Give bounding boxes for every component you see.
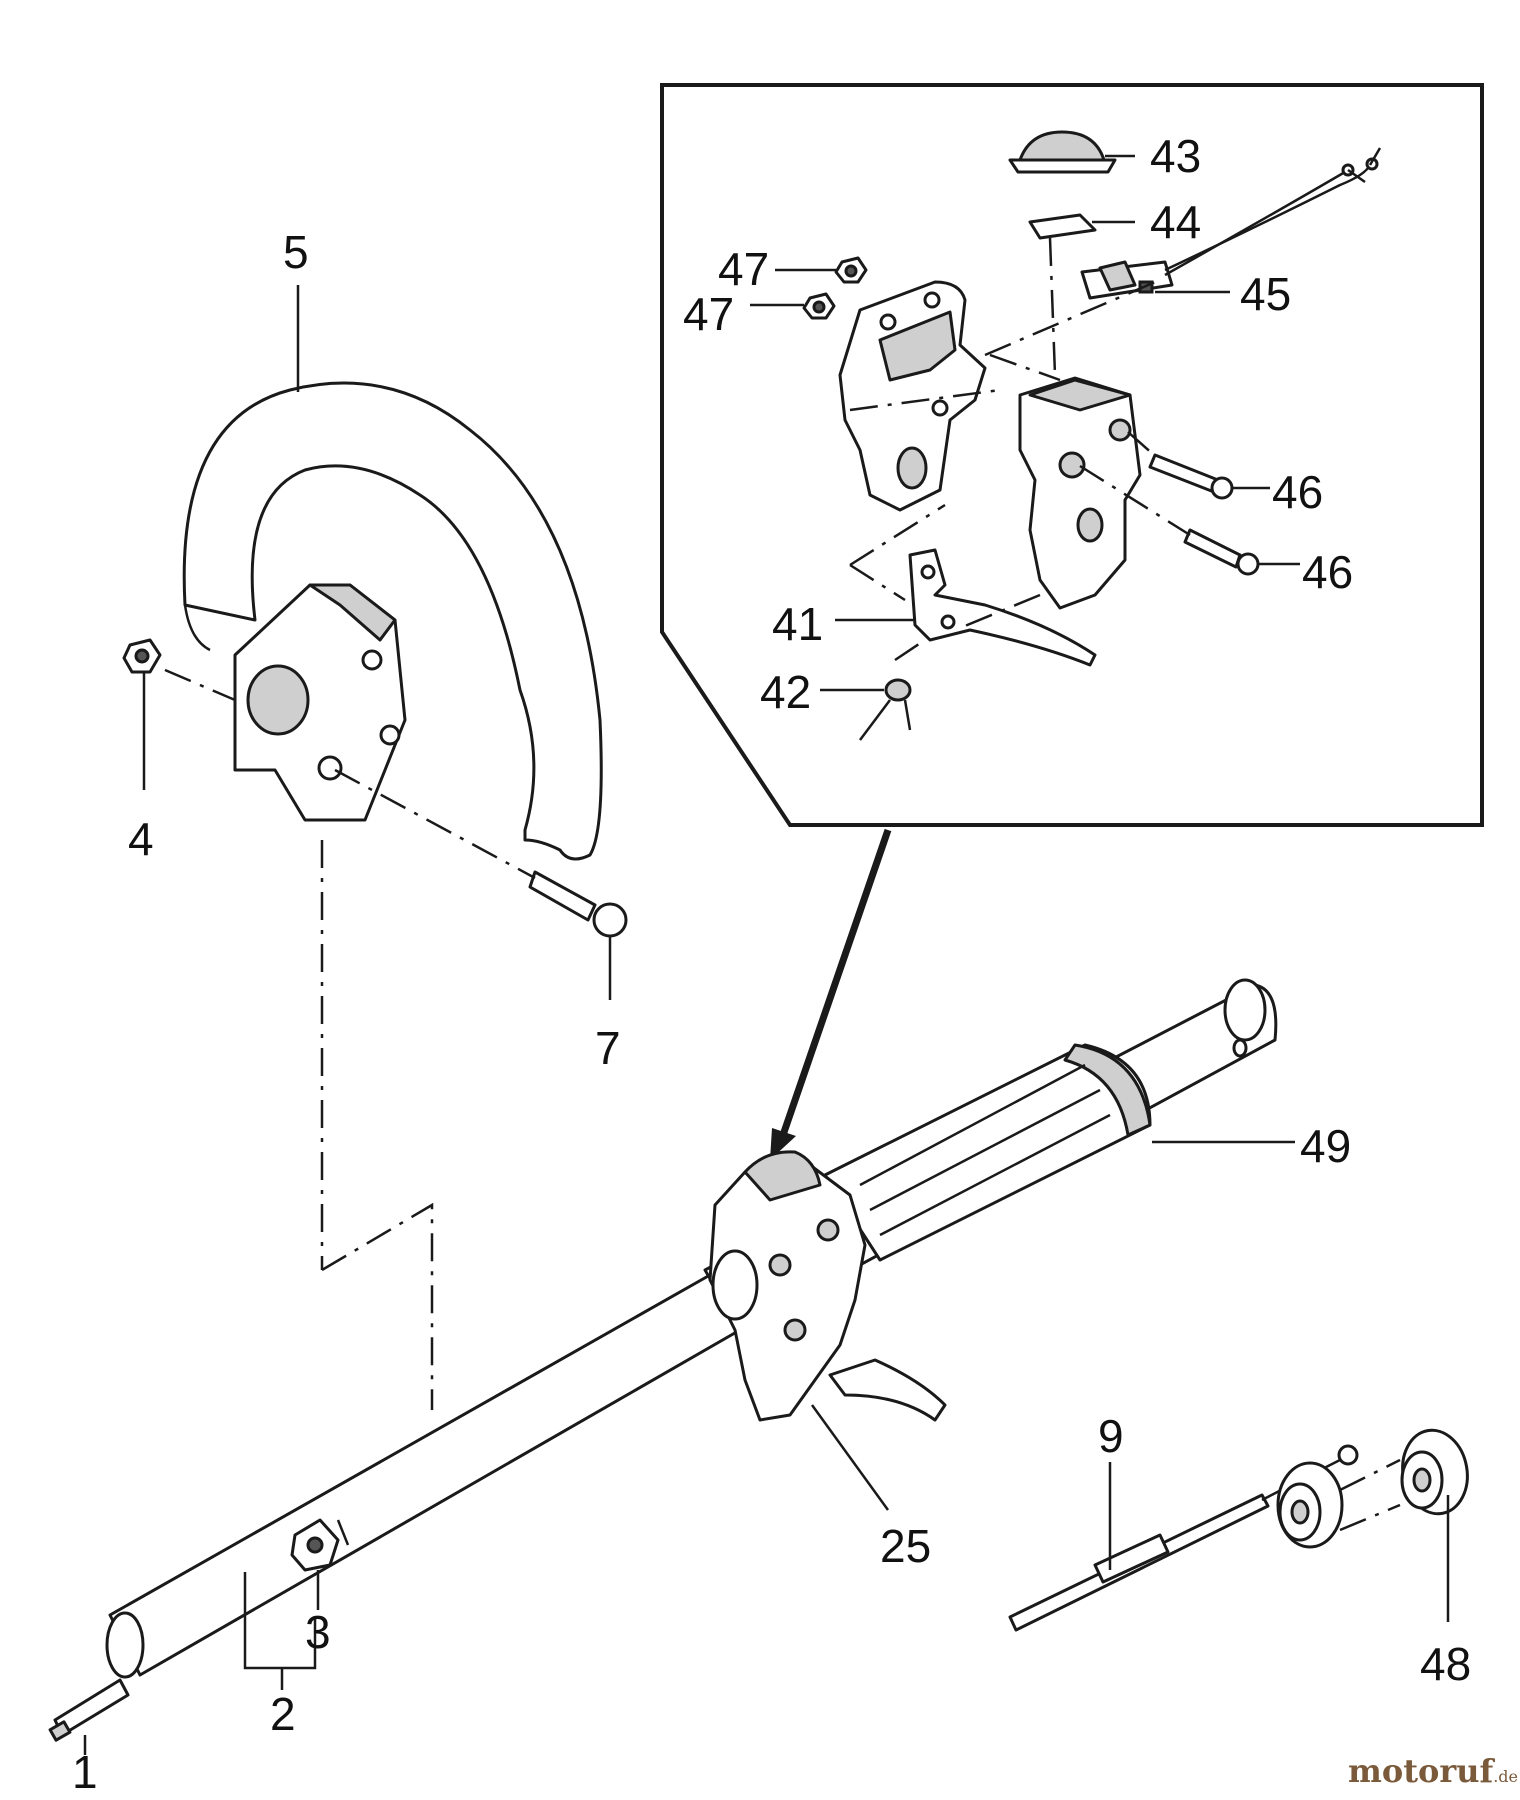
inset-arrow bbox=[770, 828, 892, 1160]
screw-46b bbox=[1183, 528, 1260, 576]
inset-frame bbox=[660, 83, 1484, 827]
label-46a: 46 bbox=[1272, 466, 1323, 518]
shaft-clamp-3 bbox=[290, 1518, 340, 1572]
label-45: 45 bbox=[1240, 268, 1291, 320]
motoruf-watermark: motoruf.de bbox=[1348, 1752, 1518, 1790]
nut-47a bbox=[834, 256, 868, 284]
label-25: 25 bbox=[880, 1520, 931, 1572]
handle-clamp bbox=[233, 583, 407, 822]
screw-46a bbox=[1148, 453, 1234, 500]
label-7: 7 bbox=[595, 1022, 621, 1074]
nut-47b bbox=[802, 292, 836, 320]
grommet-48 bbox=[1276, 1428, 1469, 1549]
svg-text:motoruf.de: motoruf.de bbox=[1348, 1752, 1518, 1790]
watermark-tld: .de bbox=[1493, 1767, 1518, 1786]
spring-42 bbox=[859, 638, 926, 741]
label-48: 48 bbox=[1420, 1638, 1471, 1690]
label-41: 41 bbox=[772, 598, 823, 650]
bolt-7 bbox=[528, 870, 628, 938]
label-47a: 47 bbox=[718, 243, 769, 295]
label-44: 44 bbox=[1150, 196, 1201, 248]
drive-shaft-1 bbox=[48, 1678, 130, 1742]
handle-housing-left bbox=[838, 280, 987, 512]
label-5: 5 bbox=[283, 226, 309, 278]
watermark-brand: motoruf bbox=[1348, 1752, 1495, 1790]
nut-4 bbox=[122, 638, 162, 674]
switch-45 bbox=[1080, 260, 1174, 300]
label-49: 49 bbox=[1300, 1120, 1351, 1172]
label-43: 43 bbox=[1150, 130, 1201, 182]
switch-cap-43 bbox=[1008, 130, 1117, 174]
label-2: 2 bbox=[270, 1688, 296, 1740]
label-46b: 46 bbox=[1302, 546, 1353, 598]
throttle-cable-9 bbox=[1008, 1444, 1359, 1632]
label-1: 1 bbox=[72, 1746, 98, 1798]
throttle-housing-25 bbox=[708, 1150, 947, 1422]
handle-housing-right bbox=[1018, 376, 1142, 610]
bracket-2 bbox=[243, 1572, 317, 1670]
clip-44 bbox=[1028, 213, 1097, 240]
loop-handle-5 bbox=[182, 381, 603, 861]
label-3: 3 bbox=[305, 1606, 331, 1658]
label-47b: 47 bbox=[683, 288, 734, 340]
label-42: 42 bbox=[760, 666, 811, 718]
throttle-trigger-41 bbox=[908, 548, 1097, 667]
label-4: 4 bbox=[128, 813, 154, 865]
label-9: 9 bbox=[1098, 1410, 1124, 1462]
grip-sleeve-49 bbox=[823, 1043, 1152, 1262]
